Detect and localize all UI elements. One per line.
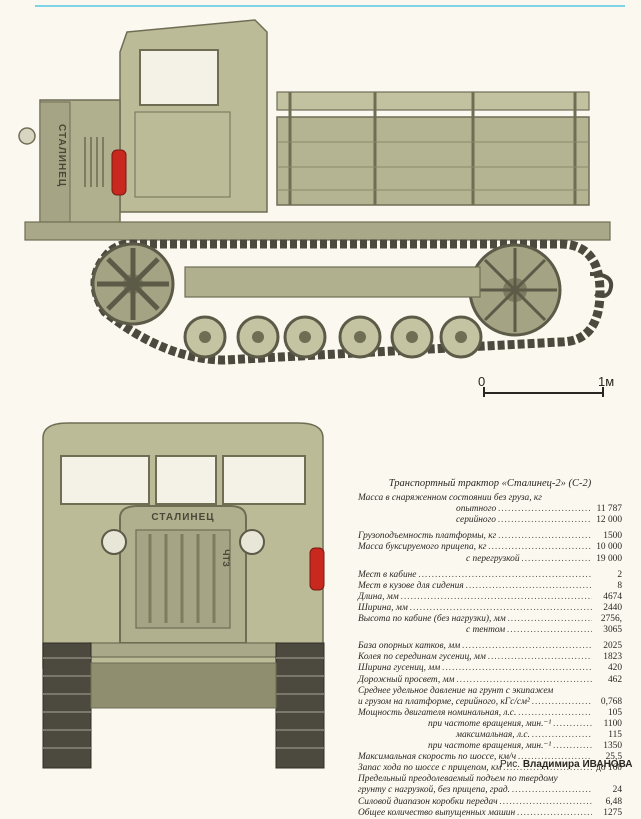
tractor-side-view: СТАЛИНЕЦ — [18, 19, 614, 365]
scale-line — [483, 392, 603, 394]
spec-row: серийного12 000 — [358, 515, 622, 526]
spec-row: с перегрузкой19 000 — [358, 554, 622, 565]
spec-row: с тентом3065 — [358, 625, 622, 636]
front-nameplate: СТАЛИНЕЦ — [151, 512, 214, 523]
spec-row: при частоте вращения, мин.⁻¹1350 — [358, 741, 622, 752]
scale-end-label: 1м — [598, 374, 615, 389]
spec-row: Масса в снаряженном состоянии без груза,… — [358, 493, 542, 504]
scale-bar: 0 1м — [478, 374, 618, 404]
factory-logo: ЧТЗ — [221, 549, 231, 567]
top-rule — [35, 5, 625, 7]
illustration-credit: Рис. Владимира ИВАНОВА — [500, 759, 633, 770]
spec-row: Ширина, мм2440 — [358, 603, 622, 614]
spec-row: максимальная, л.с.115 — [358, 730, 622, 741]
front-fire-extinguisher — [309, 547, 325, 591]
spec-row: Масса буксируемого прицепа, кг10 000 — [358, 542, 622, 553]
spec-row: Высота по кабине (без нагрузки), мм2756, — [358, 614, 622, 625]
front-window-right — [222, 455, 306, 505]
spec-row: при частоте вращения, мин.⁻¹1100 — [358, 719, 622, 730]
spec-row: Мест в кабине2 — [358, 570, 622, 581]
front-track-left — [42, 642, 92, 769]
spec-row: Общее количество выпущенных машин1275 — [358, 808, 622, 819]
spec-row: Силовой диапазон коробки передач6,48 — [358, 797, 622, 808]
spec-row: Среднее удельное давление на грунт с эки… — [358, 685, 554, 696]
spec-row: грунту с нагрузкой, без прицепа, град.24 — [358, 785, 622, 796]
spec-row: Предельный преодолеваемый подъем по твер… — [358, 774, 558, 785]
spec-row: Грузоподъемность платформы, кг1500 — [358, 531, 622, 542]
spec-row: опытного11 787 — [358, 504, 622, 515]
headlight-left — [101, 529, 127, 555]
front-track-right — [275, 642, 325, 769]
spec-row: Колея по серединам гусениц, мм1823 — [358, 652, 622, 663]
cargo-platform — [276, 116, 590, 206]
headlight — [18, 127, 36, 145]
spec-row: и грузом на платформе, серийного, кГс/см… — [358, 697, 622, 708]
spec-row: База опорных катков, мм2025 — [358, 641, 622, 652]
fire-extinguisher — [111, 149, 127, 196]
spec-row: Длина, мм4674 — [358, 592, 622, 603]
radiator-grille — [39, 101, 71, 228]
spec-row: Мощность двигателя номинальная, л.с.105 — [358, 708, 622, 719]
headlight-right — [239, 529, 265, 555]
scale-tick-start — [483, 387, 485, 397]
specs-title: Транспортный трактор «Сталинец-2» (С-2) — [388, 478, 592, 489]
front-window-left — [60, 455, 150, 505]
tractor-front-view: СТАЛИНЕЦ ЧТЗ — [42, 422, 325, 769]
spec-row: Максимальная скорость по шоссе, км/ч25,5 — [358, 752, 622, 763]
front-window-center — [155, 455, 217, 505]
spec-row: Ширина гусениц, мм420 — [358, 663, 622, 674]
cab — [119, 19, 268, 213]
spec-row: Дорожный просвет, мм462 — [358, 675, 622, 686]
scale-tick-end — [602, 387, 604, 397]
spec-row: Запас хода по шоссе с прицепом, кмдо 160 — [358, 763, 622, 774]
tow-hook — [589, 272, 614, 298]
cab-window — [139, 49, 219, 106]
spec-row: Мест в кузове для сидения8 — [358, 581, 622, 592]
credit-author: Владимира ИВАНОВА — [522, 759, 633, 770]
scale-start-label: 0 — [478, 374, 486, 389]
side-nameplate: СТАЛИНЕЦ — [56, 124, 67, 187]
credit-prefix: Рис. — [500, 759, 521, 770]
